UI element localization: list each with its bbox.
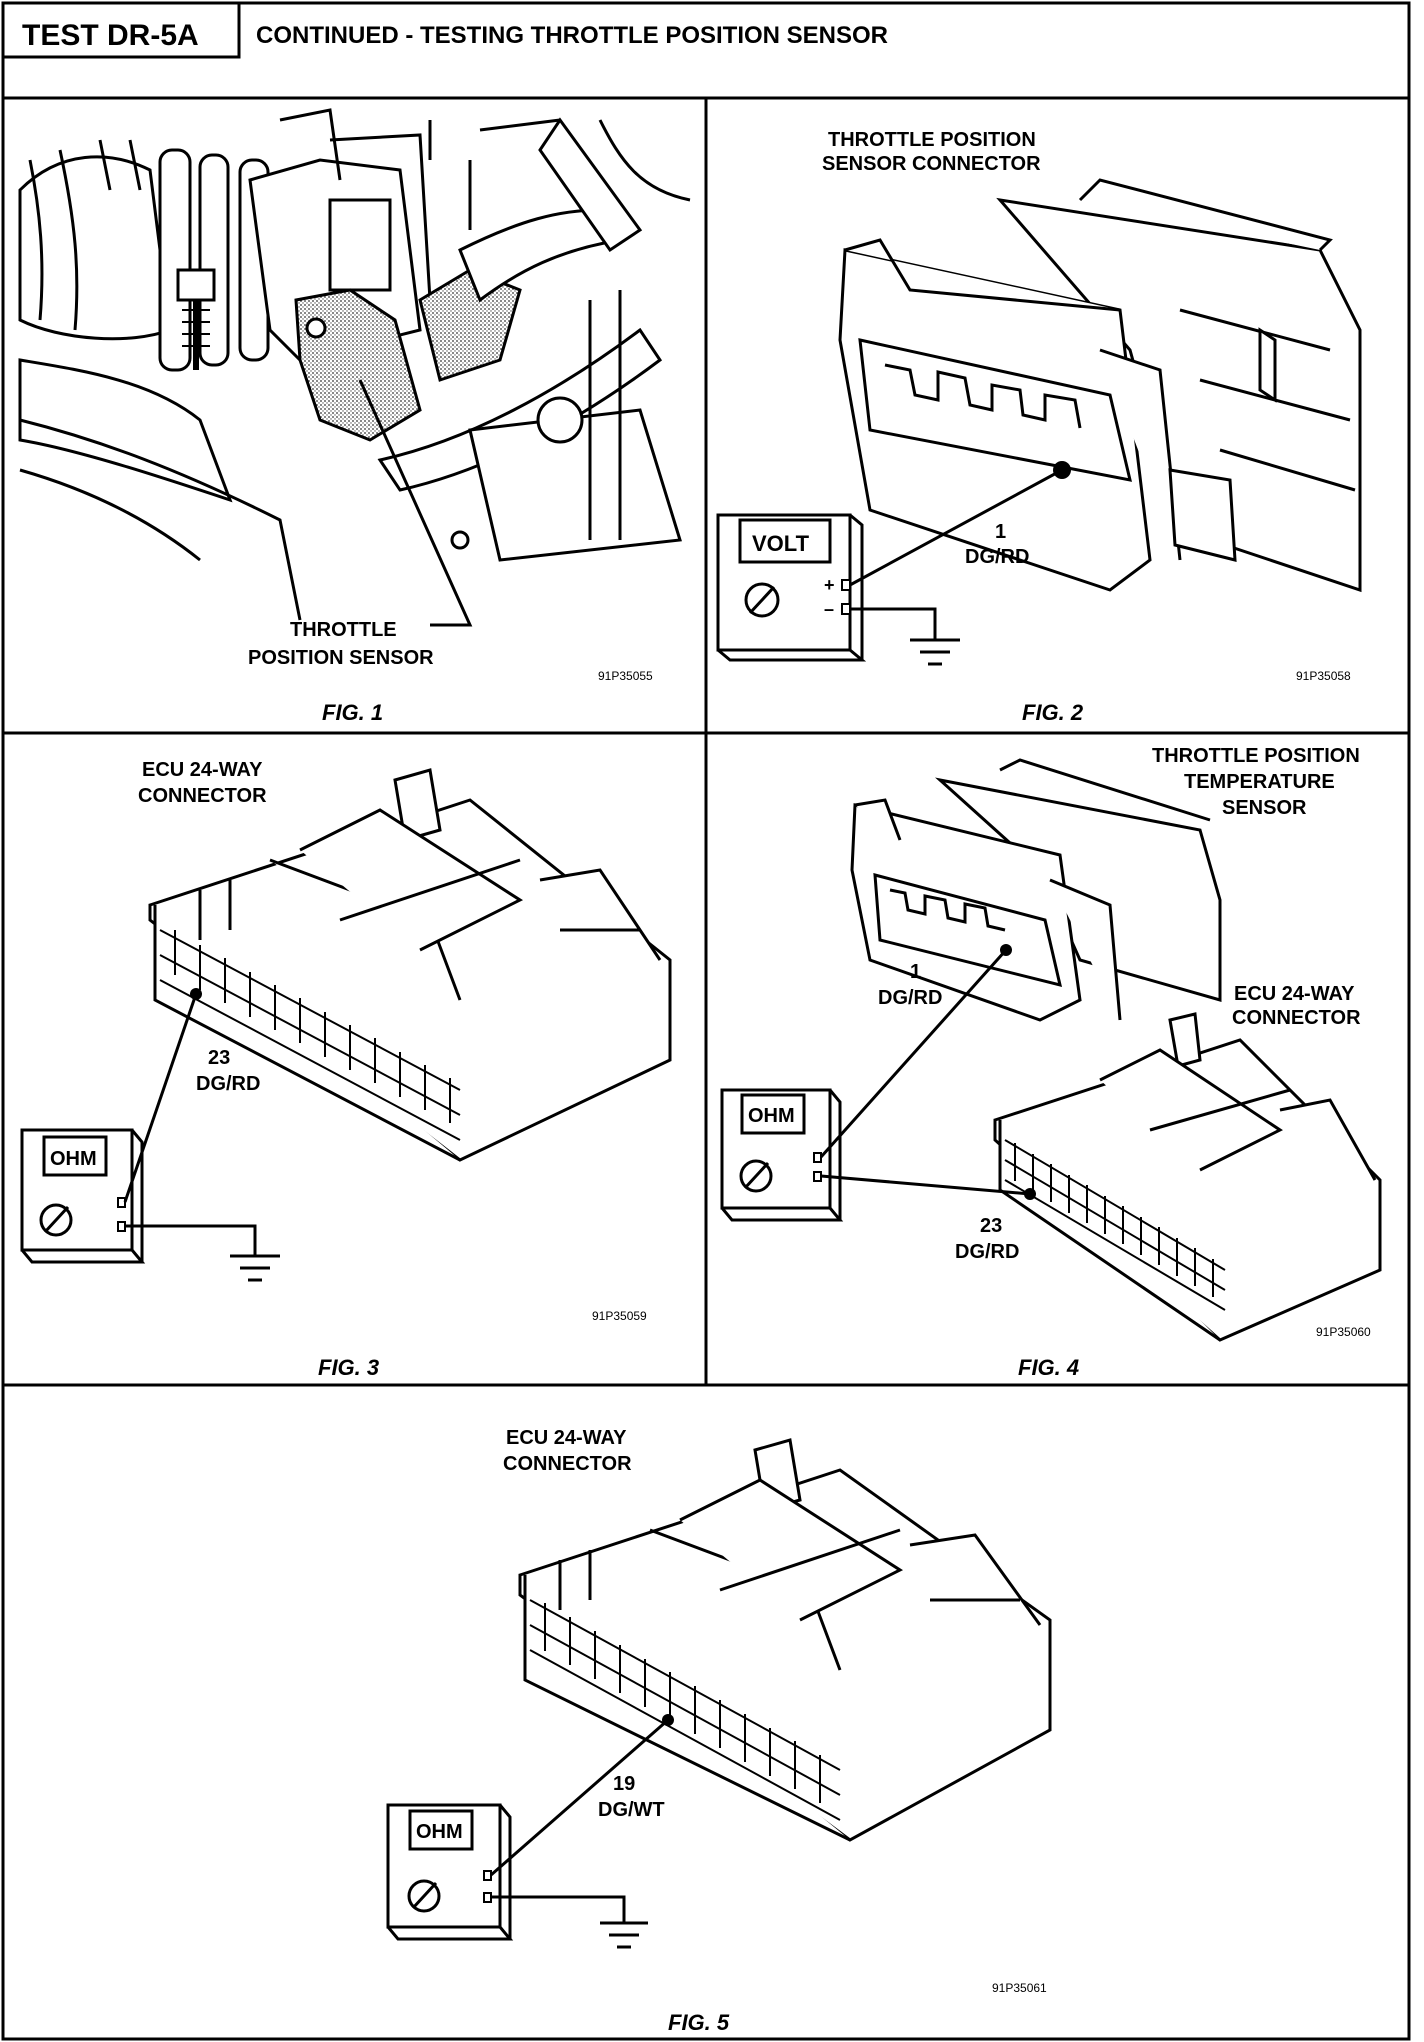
figure-3: ECU 24-WAY CONNECTOR OHM [20, 759, 672, 1380]
fig4-wire-a-color: DG/RD [878, 987, 942, 1009]
ohmmeter-display [42, 1135, 108, 1177]
fig3-wiring [123, 993, 257, 1256]
fig5-title-line2: CONNECTOR [503, 1453, 632, 1475]
tps-connector [838, 178, 1362, 593]
voltmeter-label: VOLT [752, 531, 810, 556]
ohmmeter-terminal-b [117, 1221, 126, 1232]
ohmmeter-display [740, 1093, 806, 1135]
ohmmeter-label: OHM [748, 1105, 795, 1127]
ecu-pin-grid-fig5 [529, 1599, 841, 1821]
fig4-title-line2: TEMPERATURE [1184, 771, 1335, 793]
fig1-code: 91P35055 [598, 669, 653, 683]
ground-symbol-icon [230, 1254, 280, 1282]
sensor-leader-line [358, 379, 473, 627]
test-id: TEST DR-5A [22, 19, 199, 52]
fig3-title-line1: ECU 24-WAY [142, 759, 263, 781]
fig5-wiring [490, 1718, 669, 1923]
engine-illustration [18, 108, 691, 621]
fig1-label-line1: THROTTLE [290, 619, 397, 641]
ohmmeter-terminal-a [117, 1197, 126, 1208]
ohmmeter-fig3: OHM [20, 1128, 146, 1264]
fig4-code: 91P35060 [1316, 1325, 1371, 1339]
positive-terminal [841, 579, 851, 591]
fig3-code: 91P35059 [592, 1309, 647, 1323]
fig2-title-line1: THROTTLE POSITION [828, 129, 1036, 151]
test-id-box [1, 1, 241, 59]
fig5-wire-color: DG/WT [598, 1799, 665, 1821]
fig4-wiring [819, 949, 1031, 1196]
ohmmeter-terminal-b [483, 1892, 492, 1903]
fig5-title-line1: ECU 24-WAY [506, 1427, 627, 1449]
fig3-caption: FIG. 3 [318, 1355, 379, 1380]
sensor-connector-fig4 [850, 758, 1222, 1022]
ecu-pin-grid-fig3 [159, 929, 461, 1141]
figure-2: THROTTLE POSITION SENSOR CONNECTOR VOLT … [716, 129, 1362, 725]
fig4-title2-line2: CONNECTOR [1232, 1007, 1361, 1029]
fig5-pin-number: 19 [613, 1773, 635, 1795]
fig3-wire-color: DG/RD [196, 1073, 260, 1095]
fig1-caption: FIG. 1 [322, 700, 383, 725]
ohmmeter-terminal-a [483, 1870, 492, 1881]
ohmmeter-display [408, 1809, 474, 1851]
ohmmeter-fig4: OHM [720, 1088, 844, 1222]
ecu-connector-fig4 [993, 1012, 1382, 1342]
fig2-wire-color: DG/RD [965, 546, 1029, 568]
page-title: CONTINUED - TESTING THROTTLE POSITION SE… [256, 22, 888, 49]
fig3-pin-number: 23 [208, 1047, 230, 1069]
fig5-caption: FIG. 5 [668, 2010, 730, 2035]
fig4-pin-a-number: 1 [910, 961, 921, 983]
fig3-title-line2: CONNECTOR [138, 785, 267, 807]
fig5-code: 91P35061 [992, 1981, 1047, 1995]
fig2-wiring [849, 468, 1063, 640]
ohmmeter-label: OHM [416, 1821, 463, 1843]
ohmmeter-terminal-a [813, 1152, 822, 1163]
plus-sign: + [824, 575, 835, 595]
figure-4: THROTTLE POSITION TEMPERATURE SENSOR 1 D… [720, 745, 1382, 1380]
fig4-title-line1: THROTTLE POSITION [1152, 745, 1360, 767]
ground-symbol-icon [600, 1921, 648, 1949]
fig4-pin-b-number: 23 [980, 1215, 1002, 1237]
voltmeter-display [738, 518, 832, 564]
ground-symbol-icon [910, 638, 960, 666]
fig4-title-line3: SENSOR [1222, 797, 1307, 819]
negative-terminal [841, 603, 851, 615]
ohmmeter-terminal-b [813, 1171, 822, 1182]
fig2-pin-number: 1 [995, 521, 1006, 543]
figure-1: THROTTLE POSITION SENSOR 91P35055 FIG. 1 [18, 108, 691, 725]
voltmeter: VOLT + – [716, 513, 867, 662]
ohmmeter-label: OHM [50, 1148, 97, 1170]
fig4-caption: FIG. 4 [1018, 1355, 1079, 1380]
fig2-caption: FIG. 2 [1022, 700, 1084, 725]
page-header: TEST DR-5A CONTINUED - TESTING THROTTLE … [1, 1, 888, 59]
fig2-title-line2: SENSOR CONNECTOR [822, 153, 1041, 175]
fig4-title2-line1: ECU 24-WAY [1234, 983, 1355, 1005]
figure-5: ECU 24-WAY CONNECTOR 19 DG/WT OHM [386, 1427, 1052, 2035]
ecu-connector-fig3 [148, 768, 672, 1162]
fig1-label-line2: POSITION SENSOR [248, 647, 434, 669]
minus-sign: – [824, 599, 834, 619]
fig4-wire-b-color: DG/RD [955, 1241, 1019, 1263]
ohmmeter-fig5: OHM [386, 1803, 514, 1941]
fig2-code: 91P35058 [1296, 669, 1351, 683]
ecu-pin-grid-fig4 [1004, 1139, 1226, 1311]
